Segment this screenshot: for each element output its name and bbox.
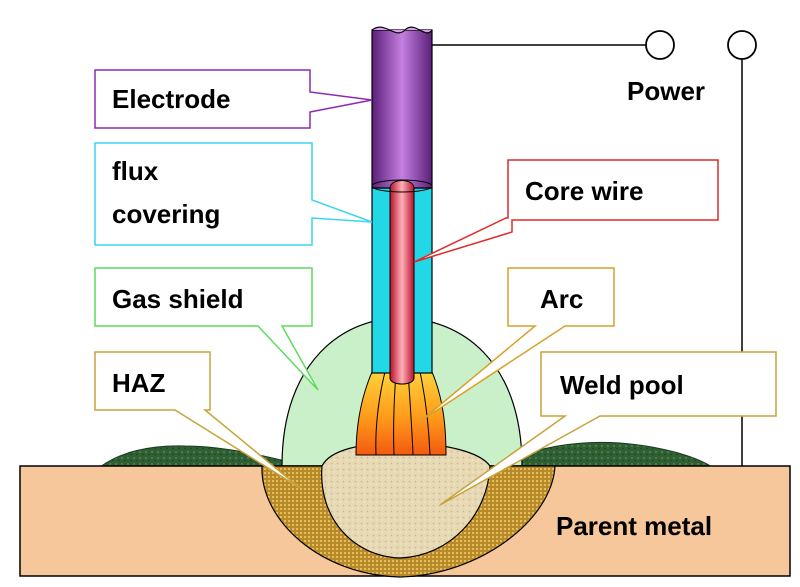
power-terminal-2	[727, 30, 757, 60]
flux-label-line1: flux	[112, 156, 159, 186]
electrode-rod	[371, 29, 433, 189]
slag-left	[98, 445, 291, 468]
electrode-label: Electrode	[112, 84, 231, 114]
arc-stream-1	[375, 371, 386, 456]
parent-metal-label: Parent metal	[556, 511, 712, 541]
core-wire-callout-box	[413, 159, 719, 263]
core-wire-top	[371, 179, 433, 193]
core-wire	[389, 180, 415, 385]
weld-pool-callout-box	[439, 351, 777, 506]
gas-shield-label: Gas shield	[112, 284, 244, 314]
power-label: Power	[627, 76, 705, 106]
flux-callout-box	[94, 142, 373, 246]
electrode-break	[371, 26, 433, 34]
haz-callout-box	[94, 351, 301, 489]
arc-label: Arc	[540, 284, 583, 314]
arc-callout-box	[421, 267, 615, 421]
gas-shield-callout-box	[94, 267, 319, 391]
flux-label-line2: covering	[112, 199, 220, 229]
haz-label: HAZ	[112, 368, 166, 398]
core-wire-label: Core wire	[525, 176, 644, 206]
electrode-callout-box	[94, 69, 373, 129]
weld-pool-label: Weld pool	[560, 370, 684, 400]
arc-stream-4	[419, 371, 431, 456]
power-terminal-1	[645, 30, 675, 60]
